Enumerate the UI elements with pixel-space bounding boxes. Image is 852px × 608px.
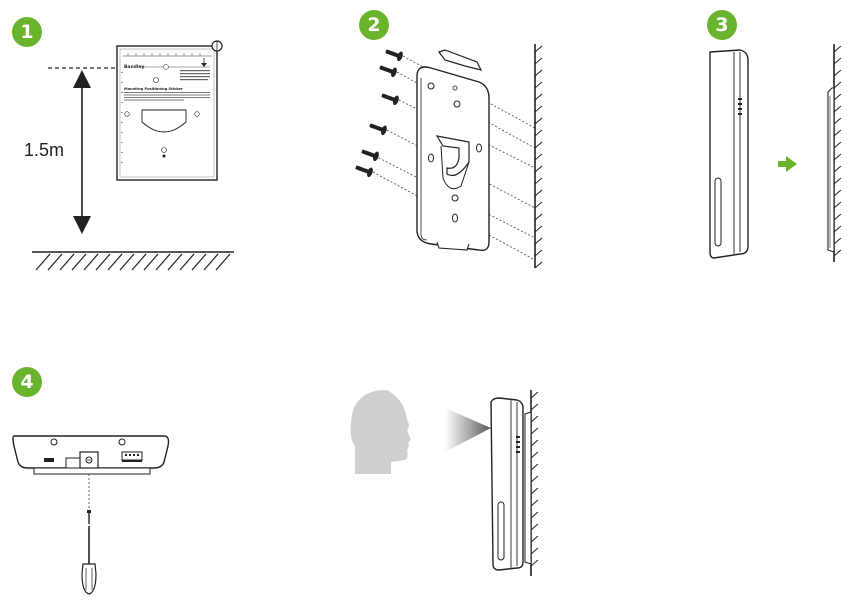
mounted-device xyxy=(490,397,524,571)
svg-text:Mounting Positioning Sticker: Mounting Positioning Sticker xyxy=(124,87,183,91)
device-side-view xyxy=(709,49,749,259)
step-1-badge: 1 xyxy=(12,17,42,47)
step-4-illustration xyxy=(12,435,170,595)
device-bottom-view xyxy=(12,435,170,475)
step-4-badge: 4 xyxy=(12,367,42,397)
wall-with-plate xyxy=(827,44,842,262)
screw-icon xyxy=(87,510,91,524)
mounting-height-label: 1.5m xyxy=(24,140,65,160)
step-1-illustration: Bandley Mounting Positioning Sticker xyxy=(32,40,234,271)
positioning-sticker: Bandley Mounting Positioning Sticker xyxy=(116,40,223,181)
head-silhouette-icon xyxy=(350,390,411,474)
ground-hatching xyxy=(35,253,231,271)
mounting-plate xyxy=(416,49,490,252)
wall xyxy=(524,390,539,576)
step-2-badge: 2 xyxy=(359,10,389,40)
step-3-badge: 3 xyxy=(707,10,737,40)
screwdriver-icon xyxy=(81,526,97,595)
svg-text:Bandley: Bandley xyxy=(124,64,144,70)
final-mounted-illustration xyxy=(350,390,539,576)
camera-view-cone xyxy=(445,408,491,452)
screws xyxy=(355,49,403,178)
step-2-illustration xyxy=(355,44,543,269)
slide-arrow-icon xyxy=(778,156,797,172)
step-3-illustration xyxy=(709,44,842,262)
